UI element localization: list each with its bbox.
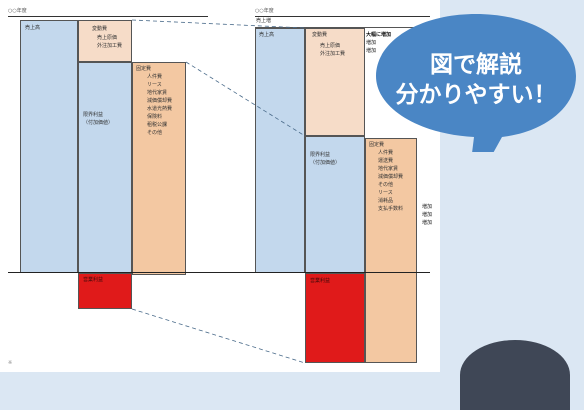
- right-fixed-note: 増加: [422, 220, 433, 226]
- left-fixed-item: リース: [147, 82, 162, 88]
- right-fixed-item: 減価償却費: [378, 174, 404, 180]
- left-variable-cost-box: 変動費 売上原価 外注加工費: [78, 20, 132, 62]
- right-variable-note: 大幅に増加: [366, 32, 392, 38]
- left-fixed-item: 保険料: [147, 114, 163, 120]
- right-variable-cost-box: 変動費 売上原価 外注加工費: [305, 28, 365, 136]
- right-marginal-profit-sub: （付加価値）: [310, 160, 341, 166]
- speech-bubble: [376, 14, 576, 152]
- connector-fixed-top: [185, 61, 306, 137]
- right-fixed-cost-label: 固定費: [369, 142, 385, 148]
- left-fixed-cost-box: 固定費 人件費 リース 地代家賃 減価償却費 水道光熱費 保険料 租税公課 その…: [132, 62, 186, 275]
- dashed-connectors: [131, 19, 306, 364]
- right-sales-increase-line: [255, 27, 415, 28]
- right-variable-item: 売上原価: [320, 43, 341, 49]
- right-variable-item: 外注加工費: [320, 51, 346, 57]
- left-profit-box: 営業利益: [78, 273, 132, 309]
- right-sales-increase-label: 売上増: [256, 18, 272, 24]
- left-fixed-item: 租税公課: [147, 122, 168, 128]
- right-profit-label: 営業利益: [310, 278, 331, 284]
- left-fixed-item: 人件費: [147, 74, 163, 80]
- right-fixed-item: その他: [378, 182, 394, 188]
- left-fixed-cost-items: 人件費 リース 地代家賃 減価償却費 水道光熱費 保険料 租税公課 その他: [147, 73, 172, 137]
- right-fixed-item: リース: [378, 190, 393, 196]
- left-variable-item: 売上原価: [97, 35, 118, 41]
- left-marginal-profit-label: 限界利益: [83, 112, 104, 118]
- right-fixed-item: 消耗品: [378, 198, 394, 204]
- speech-bubble-shape: [376, 14, 576, 152]
- right-variable-note: 増加: [366, 48, 377, 54]
- footer-note: ※: [8, 360, 13, 366]
- left-sales-label: 売上高: [25, 25, 41, 31]
- right-variable-notes: 大幅に増加 増加 増加: [366, 31, 391, 55]
- right-fixed-cost-box: 固定費 人件費 運送費 地代家賃 減価償却費 その他 リース 消耗品 支払手数料: [365, 138, 417, 363]
- left-variable-cost-items: 売上原価 外注加工費: [97, 34, 122, 50]
- right-fixed-item: 支払手数料: [378, 206, 404, 212]
- right-variable-cost-items: 売上原価 外注加工費: [320, 42, 345, 58]
- left-fixed-item: 減価償却費: [147, 98, 173, 104]
- left-sales-box: 売上高: [20, 20, 78, 273]
- mascot-silhouette: [460, 340, 570, 410]
- baseline: [8, 272, 430, 273]
- left-top-line: [8, 16, 208, 17]
- right-top-line: [255, 16, 430, 17]
- left-fixed-cost-label: 固定費: [136, 66, 152, 72]
- right-fixed-item: 運送費: [378, 158, 394, 164]
- right-fixed-item: 人件費: [378, 150, 394, 156]
- left-fixed-item: その他: [147, 130, 163, 136]
- left-profit-label: 営業利益: [83, 277, 104, 283]
- left-marginal-profit-sub: （付加価値）: [83, 120, 114, 126]
- right-sales-label: 売上高: [259, 32, 275, 38]
- right-marginal-profit-label: 限界利益: [310, 152, 331, 158]
- right-fixed-note: 増加: [422, 212, 433, 218]
- right-period-label: ○○年度: [255, 8, 274, 14]
- connector-variable-top: [131, 19, 306, 29]
- right-profit-box: 営業利益: [305, 273, 365, 363]
- right-variable-cost-label: 変動費: [312, 32, 328, 38]
- right-fixed-note: 増加: [422, 204, 433, 210]
- right-sales-box: 売上高: [255, 28, 305, 273]
- callout-line1: 図で解説: [430, 52, 522, 78]
- connector-profit-bottom: [131, 308, 306, 364]
- left-variable-item: 外注加工費: [97, 43, 123, 49]
- left-variable-cost-label: 変動費: [92, 26, 108, 32]
- callout-line2: 分かりやすい！: [395, 82, 557, 108]
- diagram-sheet: ○○年度 売上高 変動費 売上原価 外注加工費 限界利益 （付加価値） 固定費 …: [0, 0, 440, 372]
- right-fixed-cost-items: 人件費 運送費 地代家賃 減価償却費 その他 リース 消耗品 支払手数料: [378, 149, 403, 213]
- right-variable-note: 増加: [366, 40, 377, 46]
- callout-text: 図で解説 分かりやすい！: [374, 50, 578, 110]
- left-fixed-item: 地代家賃: [147, 90, 168, 96]
- right-fixed-notes: 増加 増加 増加: [422, 203, 432, 227]
- left-period-label: ○○年度: [8, 8, 27, 14]
- left-fixed-item: 水道光熱費: [147, 106, 173, 112]
- right-fixed-item: 地代家賃: [378, 166, 399, 172]
